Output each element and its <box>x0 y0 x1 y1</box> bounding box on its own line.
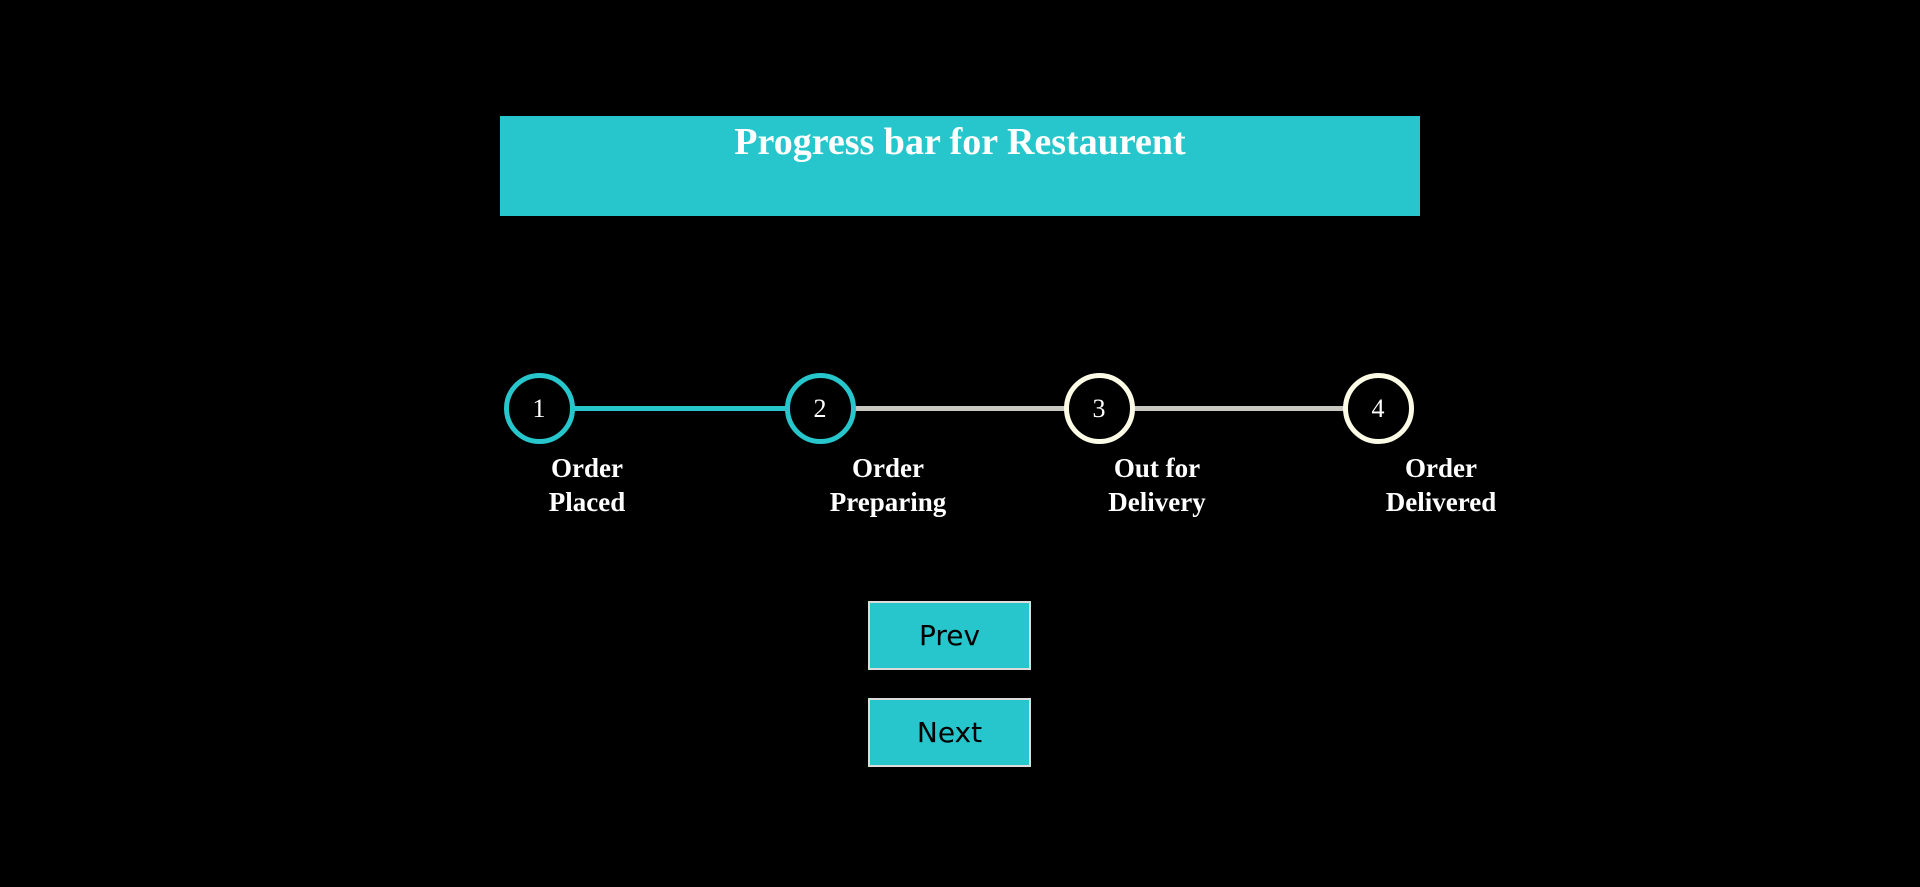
step-2-label-line2: Preparing <box>829 487 947 517</box>
step-4-label: Order Delivered <box>1361 451 1521 519</box>
step-3-label-line2: Delivery <box>1108 487 1206 517</box>
progress-connector-2-3 <box>852 406 1067 411</box>
step-2-label-line1: Order <box>852 453 924 483</box>
next-button[interactable]: Next <box>868 698 1031 767</box>
step-3-label: Out for Delivery <box>1077 451 1237 519</box>
step-1-label-line1: Order <box>551 453 623 483</box>
step-1-label: Order Placed <box>507 451 667 519</box>
step-2-label: Order Preparing <box>808 451 968 519</box>
progress-connector-3-4 <box>1131 406 1346 411</box>
step-4-label-line2: Delivered <box>1385 487 1497 517</box>
step-4-label-line1: Order <box>1405 453 1477 483</box>
step-1-circle: 1 <box>503 373 575 444</box>
step-3-circle: 3 <box>1063 373 1135 444</box>
step-3-label-line1: Out for <box>1113 453 1201 483</box>
header-banner: Progress bar for Restaurent <box>500 116 1420 216</box>
progress-connector-1-2 <box>571 406 788 411</box>
step-2-circle: 2 <box>784 373 856 444</box>
step-4-circle: 4 <box>1342 373 1414 444</box>
prev-button[interactable]: Prev <box>868 601 1031 670</box>
step-1-label-line2: Placed <box>548 487 626 517</box>
page-title: Progress bar for Restaurent <box>734 121 1186 163</box>
